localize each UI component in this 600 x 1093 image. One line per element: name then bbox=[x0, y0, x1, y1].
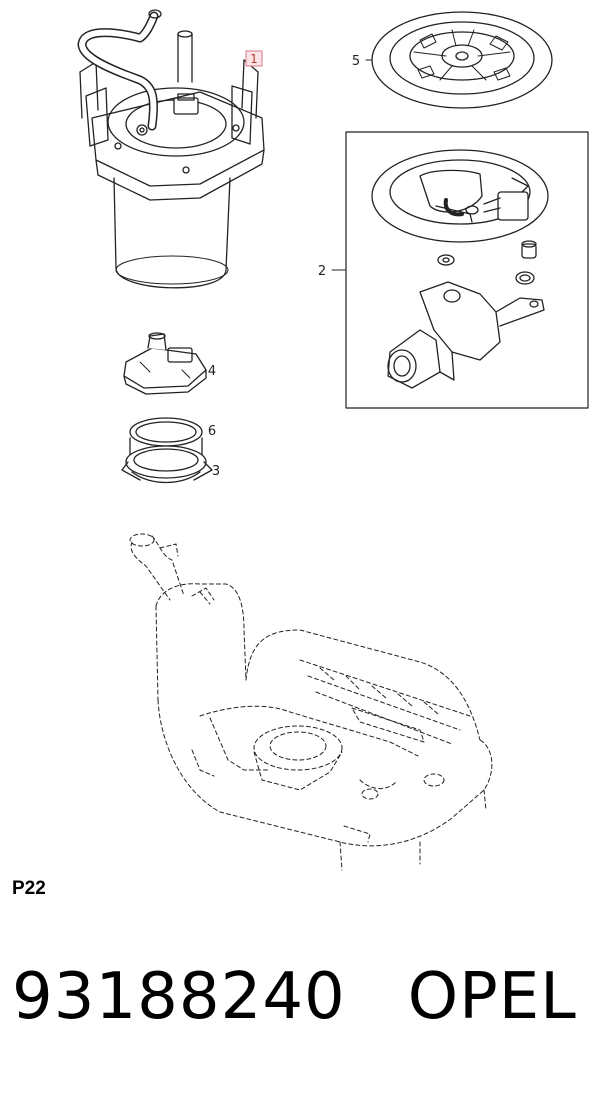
callout-1[interactable]: 1 bbox=[250, 52, 258, 66]
holder-part bbox=[123, 332, 207, 395]
lock-ring bbox=[121, 437, 213, 484]
seal-ring bbox=[129, 417, 203, 447]
diagram-code: P22 bbox=[12, 878, 46, 899]
callout-5: 5 bbox=[352, 54, 360, 69]
part-number: 93188240 bbox=[12, 960, 346, 1034]
callout-6: 6 bbox=[208, 424, 216, 439]
sender-unit-kit bbox=[345, 131, 589, 409]
callout-2: 2 bbox=[318, 264, 326, 279]
callout-3: 3 bbox=[212, 464, 220, 479]
part-number-line: 93188240 OPEL bbox=[12, 962, 577, 1032]
callout-1-highlight[interactable] bbox=[245, 50, 263, 67]
callout-4: 4 bbox=[208, 364, 216, 379]
fuel-tank-outline bbox=[129, 533, 493, 871]
brand-name: OPEL bbox=[407, 960, 577, 1034]
parts-diagram: 1 5 2 4 6 3 bbox=[77, 9, 589, 871]
fuel-pump-module bbox=[77, 9, 265, 289]
callout-leaders bbox=[331, 59, 373, 271]
cover-disc bbox=[371, 11, 553, 109]
